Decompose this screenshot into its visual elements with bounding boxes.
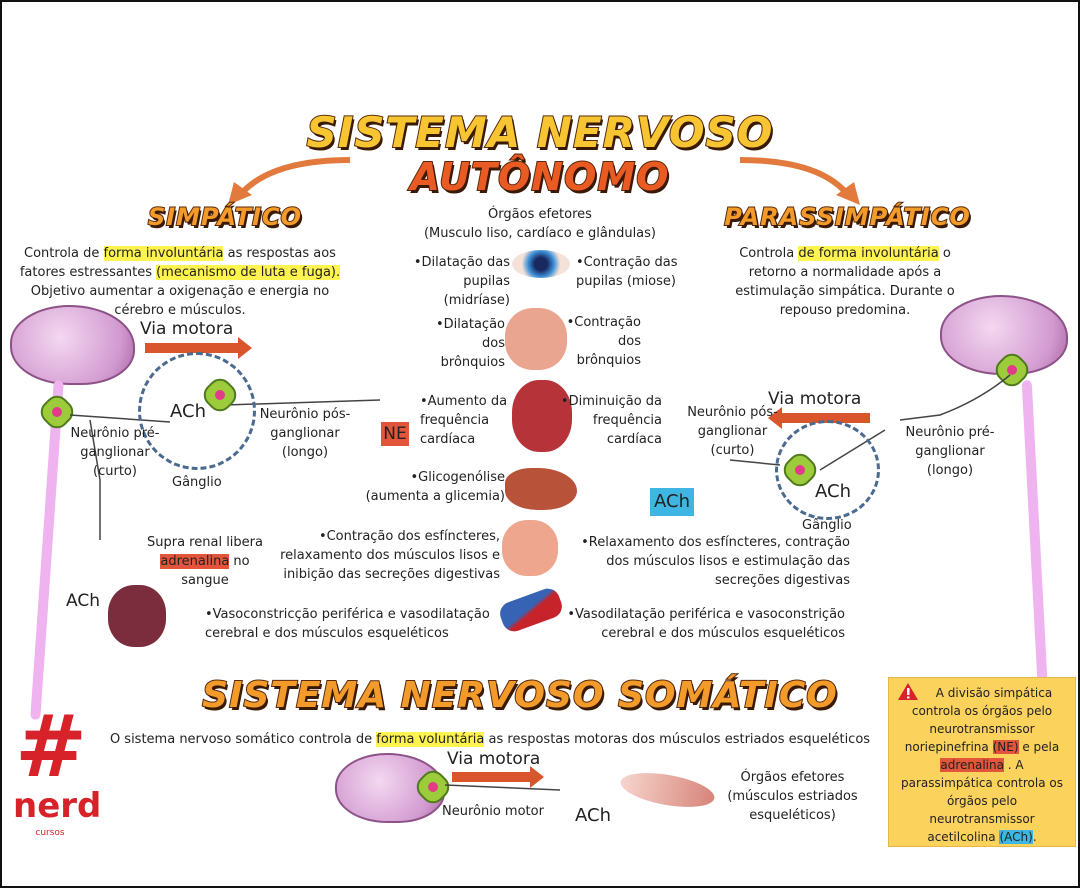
text: o retorno a normalidade após a estimulaç… (735, 246, 955, 318)
warning-icon (898, 683, 918, 700)
main-title: SISTEMA NERVOSO (306, 107, 774, 158)
pre-ganglionar-label: Neurônio pré-ganglionar (curto) (70, 426, 160, 479)
effect-right: •Relaxamento dos esfíncteres, contração … (581, 535, 850, 588)
effect-right: •Contração dos brônquios (566, 315, 641, 368)
kidney-image (108, 585, 166, 647)
ganglio-label: Gânglio (172, 475, 222, 490)
effect-right: •Contração das pupilas (miose) (576, 255, 678, 289)
curved-arrow-left (228, 157, 351, 205)
highlight: adrenalina (160, 554, 230, 569)
via-motora-arrow (768, 407, 870, 429)
effect-left: •Contração dos esfíncteres, relaxamento … (280, 529, 500, 582)
simpatico-heading: SIMPÁTICO (147, 202, 303, 232)
pos-ganglionar-label: Neurônio pós-ganglionar (longo) (259, 407, 351, 460)
supra-renal-text: Supra renal libera adrenalina no sangue (140, 533, 270, 590)
effect-left: •Glicogenólise (aumenta a glicemia) (365, 470, 505, 504)
ganglion-circle (775, 420, 880, 520)
efetores-subheading: (Musculo liso, cardíaco e glândulas) (423, 226, 656, 241)
heart-image (512, 380, 572, 452)
stomach-image (502, 520, 558, 576)
logo-text: nerd (13, 786, 102, 826)
highlight: de forma involuntária (798, 246, 939, 261)
ach-label: ACh (575, 805, 611, 826)
text: Supra renal libera (147, 535, 263, 550)
highlight: (mecanismo de luta e fuga). (156, 265, 341, 280)
somatico-heading: SISTEMA NERVOSO SOMÁTICO (201, 674, 838, 717)
effect-right: •Vasodilatação periférica e vasoconstriç… (567, 607, 845, 641)
note-box: A divisão simpática controla os órgãos p… (888, 677, 1076, 847)
neuronio-motor-label: Neurônio motor (442, 804, 544, 819)
text: e pela (1018, 740, 1060, 754)
text: A divisão simpática controla os órgãos p… (904, 686, 1053, 754)
text: no sangue (181, 554, 250, 588)
pre-ganglionar-label: Neurônio pré-ganglionar (longo) (905, 425, 995, 478)
lungs-image (505, 308, 567, 370)
via-motora-label: Via motora (768, 389, 862, 409)
pos-ganglionar-label: Neurônio pós-ganglionar (curto) (687, 405, 778, 458)
highlight: forma involuntária (103, 246, 224, 261)
ach-label-adrenal: ACh (66, 591, 100, 611)
curved-arrow-right (739, 157, 860, 205)
ganglion-circle (138, 352, 256, 470)
highlight: adrenalina (940, 758, 1004, 772)
text: O sistema nervoso somático controla de (109, 732, 377, 747)
ach-label: ACh (815, 481, 851, 502)
ganglio-label: Gânglio (802, 518, 852, 533)
text: . A parassimpática controla os órgãos pe… (901, 758, 1063, 844)
simpatico-description: Controla de forma involuntária as respos… (10, 244, 350, 320)
text: Controla (739, 246, 799, 261)
parassimpatico-description: Controla de forma involuntária o retorno… (735, 244, 955, 320)
ach-label: ACh (170, 401, 206, 422)
via-motora-label: Via motora (447, 749, 541, 769)
via-motora-arrow (145, 337, 252, 359)
text: Controla de (24, 246, 104, 261)
ach-box: ACh (650, 488, 694, 516)
brain-image (10, 305, 135, 385)
highlight: (NE) (992, 740, 1019, 754)
somatico-description: O sistema nervoso somático controla de f… (95, 730, 885, 749)
efetores-heading: Órgãos efetores (488, 207, 592, 222)
effect-left: •Vasoconstricção periférica e vasodilata… (205, 607, 490, 641)
motor-axon (444, 784, 561, 791)
parassimpatico-heading: PARASSIMPÁTICO (723, 202, 971, 232)
effect-left: •Dilatação dos brônquios (436, 317, 505, 370)
effect-right: •Diminuição da frequência cardíaca (560, 394, 662, 447)
main-subtitle: AUTÔNOMO (409, 154, 670, 200)
via-motora-label: Via motora (140, 319, 234, 339)
highlight: forma voluntária (376, 732, 485, 747)
effect-left: •Dilatação das pupilas (midríase) (413, 255, 510, 308)
via-motora-arrow (452, 766, 544, 788)
hash-icon: # (15, 697, 88, 797)
nerd-logo: # nerd cursos (13, 697, 102, 845)
text: as respostas motoras dos músculos estria… (484, 732, 871, 747)
logo-subtext: cursos (35, 828, 65, 838)
highlight: (ACh) (999, 830, 1033, 844)
somatico-efetores-label: Órgãos efetores (músculos estriados esqu… (727, 770, 858, 823)
effect-left: •Aumento da frequência cardíaca (420, 394, 508, 447)
text: Objetivo aumentar a oxigenação e energia… (30, 284, 330, 318)
eye-image (512, 250, 570, 278)
text: . (1032, 830, 1037, 844)
liver-image (505, 468, 577, 510)
text: as respostas aos fatores estressantes (19, 246, 336, 280)
ne-label: NE (381, 422, 409, 446)
